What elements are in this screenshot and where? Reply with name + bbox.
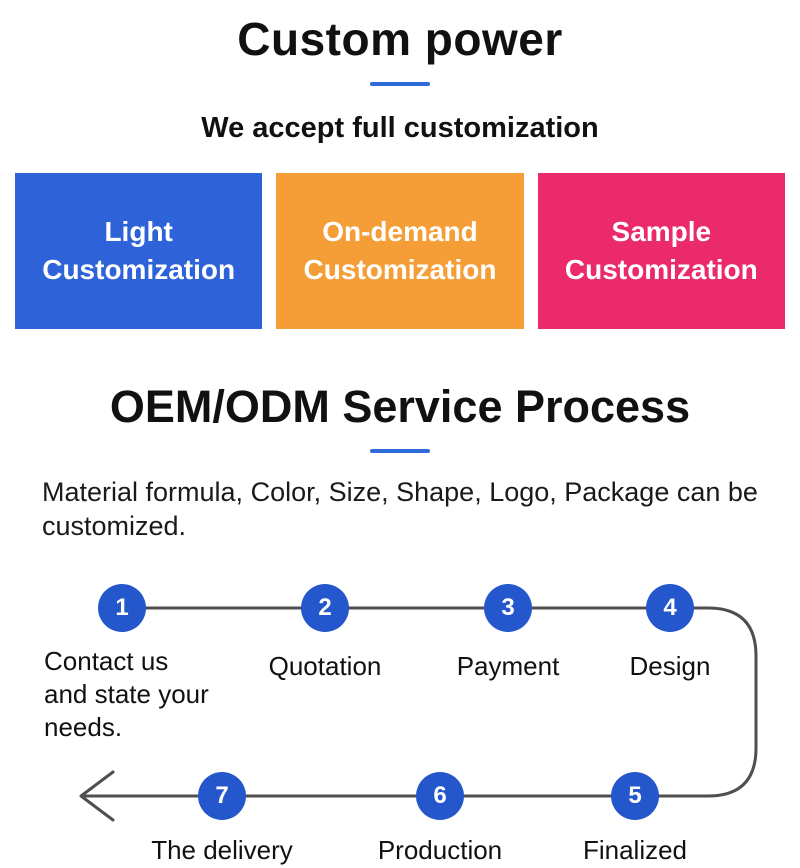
step-label-the-delivery: The delivery (151, 835, 293, 865)
card-label-line2: Customization (42, 254, 236, 285)
step-label-quotation: Quotation (268, 651, 382, 681)
step-label-design: Design (629, 651, 711, 681)
card-label-line2: Customization (564, 254, 758, 285)
card-light-customization: Light Customization (15, 173, 263, 329)
subtitle: We accept full customization (201, 112, 599, 144)
step-label-production: Production (377, 835, 503, 865)
step-number: 3 (501, 594, 515, 621)
step-label-payment: Payment (456, 651, 560, 681)
step-circle-5: 5 (611, 772, 659, 820)
card-sample-customization: Sample Customization (537, 173, 785, 329)
process-title: OEM/ODM Service Process (109, 381, 691, 432)
page-title: Custom power (237, 13, 563, 65)
title-underline (370, 82, 430, 86)
card-label-line1: Sample (611, 216, 712, 247)
step-circle-1: 1 (98, 584, 146, 632)
step-number: 6 (433, 782, 447, 809)
flow-line (79, 606, 758, 822)
step-circle-4: 4 (646, 584, 694, 632)
card-on-demand-customization: On-demand Customization (276, 173, 524, 329)
step-circle-7: 7 (198, 772, 246, 820)
process-flow-diagram: 1 2 3 4 5 6 7 Contact us and state your … (0, 559, 800, 868)
step-number: 4 (663, 594, 677, 621)
step-number: 2 (318, 594, 332, 621)
step-number: 7 (215, 782, 229, 809)
step-circle-6: 6 (416, 772, 464, 820)
step-circle-2: 2 (301, 584, 349, 632)
step-number: 1 (115, 594, 129, 621)
arrow-left-icon (79, 770, 115, 822)
card-label-line1: Light (104, 216, 173, 247)
card-label-line1: On-demand (322, 216, 478, 247)
step-circle-3: 3 (484, 584, 532, 632)
card-label-line2: Customization (303, 254, 497, 285)
step-label-finalized: Finalized (582, 835, 688, 865)
step-number: 5 (628, 782, 642, 809)
process-title-underline (370, 449, 430, 453)
step-label-contact-us: Contact us and state your needs. (44, 646, 209, 742)
process-description: Material formula, Color, Size, Shape, Lo… (42, 477, 758, 541)
customization-cards: Light Customization On-demand Customizat… (0, 173, 800, 329)
